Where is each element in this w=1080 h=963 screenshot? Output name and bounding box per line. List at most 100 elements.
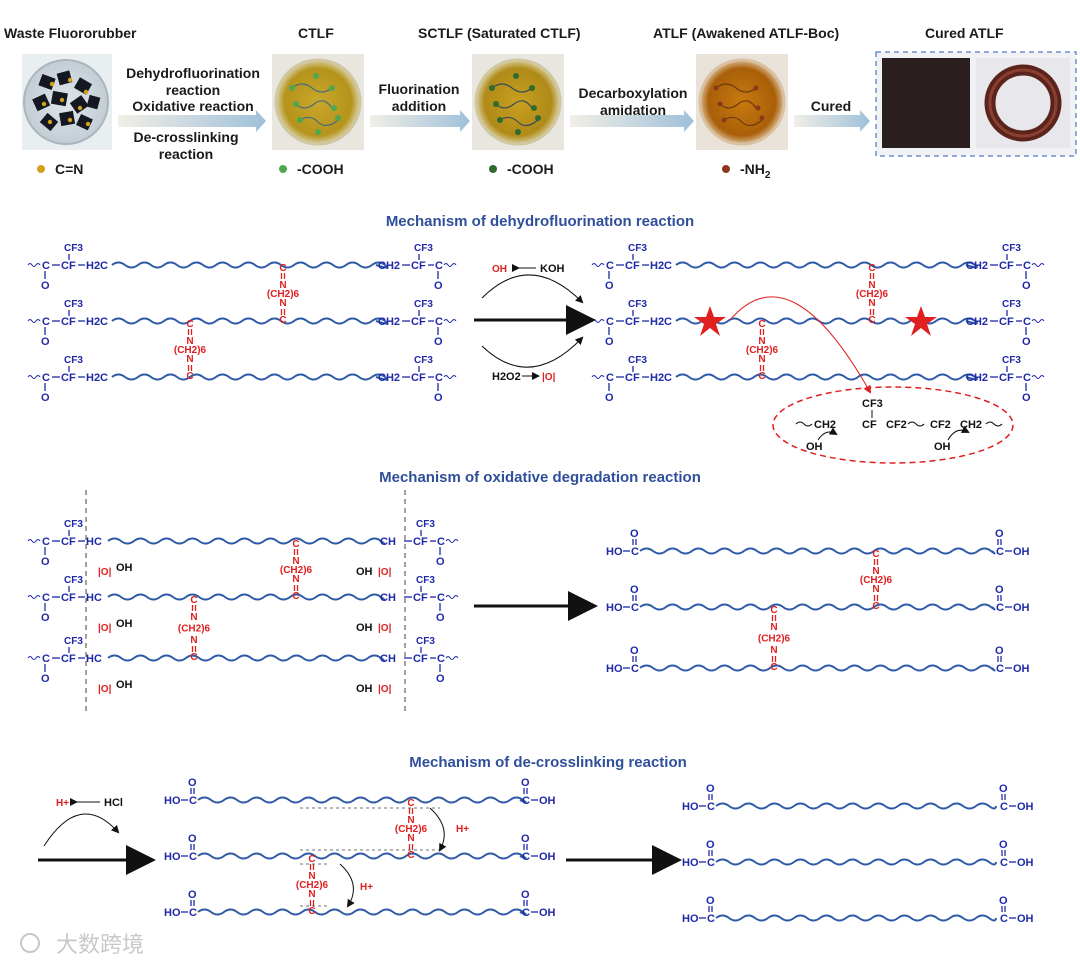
dh-right-end-0-squiggle	[591, 263, 605, 267]
dh-left-rend-2-squiggle	[443, 375, 457, 379]
ox-left-end-2-squiggle	[27, 656, 41, 660]
ox-prod-acidr-2-c: C	[996, 663, 1004, 675]
ox-left-xlink-a-n-top: N	[292, 556, 299, 567]
dc-left-acidl-0-o: O	[188, 777, 197, 789]
dc-xlink-a-n-bot: N	[407, 833, 414, 844]
arrow1-line3: Oxidative reaction	[132, 98, 253, 114]
dc-prod-acidl-0-ho: HO	[682, 801, 699, 813]
ox-prod-acidr-0-oh: OH	[1013, 546, 1030, 558]
dh-right-rend-0-cf: CF	[999, 260, 1014, 272]
dh-right-rend-2-c: C	[1023, 372, 1031, 384]
dh-left-rend-1-o: O	[434, 336, 443, 348]
zoom-cf2-b: CF2	[930, 419, 951, 431]
ox-left-orad-1: |O|	[98, 623, 112, 634]
dc-xlink-b-n-top: N	[308, 871, 315, 882]
ox-prod-acidr-2-oh: OH	[1013, 663, 1030, 675]
ox-left-rend-1-cf3: CF3	[416, 575, 435, 586]
ox-left-end-1-cf: CF	[61, 592, 76, 604]
dh-right-rend-2-cf: CF	[999, 372, 1014, 384]
dh-left-chain-2	[111, 373, 388, 381]
dc-hplus-2: H+	[360, 882, 373, 893]
ox-prod-acidl-0-ho: HO	[606, 546, 623, 558]
ox-left-end-2-c: C	[42, 653, 50, 665]
dc-left-acidr-0-o: O	[521, 777, 530, 789]
dh-left-xlink-a-c-top: C	[279, 263, 286, 274]
ox-left-xlink-a-c-top: C	[292, 539, 299, 550]
dc-left-acidr-2-o: O	[521, 889, 530, 901]
dh-right-end-1-c: C	[606, 316, 614, 328]
dc-left-acidl-1-ho: HO	[164, 851, 181, 863]
ox-left-xlink-b-c-bot: C	[190, 652, 197, 663]
dh-left-xlink-a-c-bot: C	[279, 315, 286, 326]
dc-prod-acidl-2-ho: HO	[682, 913, 699, 925]
dh-right-rend-0-squiggle	[1031, 263, 1045, 267]
dh-left-xlink-b-c-top: C	[186, 319, 193, 330]
legend-dot-cooh-1	[279, 165, 287, 173]
arrow-step-3: Decarboxylation amidation	[570, 85, 694, 132]
ox-right-orad-2: |O|	[378, 684, 392, 695]
step-title-ctlf: CTLF	[298, 25, 334, 41]
legend-label-cooh-1: -COOH	[297, 161, 344, 177]
dh-left-rend-0-cf3: CF3	[414, 243, 433, 254]
dc-left-acidl-1-o: O	[188, 833, 197, 845]
ox-left-end-0-cf3: CF3	[64, 519, 83, 530]
dh-right-xlink-a-c-bot: C	[868, 315, 875, 326]
dc-left-acidr-0-oh: OH	[539, 795, 556, 807]
dc-prod-acidr-0-c: C	[1000, 801, 1008, 813]
reagent-o-radical: |O|	[542, 372, 556, 383]
dc-left-acidr-1-oh: OH	[539, 851, 556, 863]
ox-prod-xlink-b-n-top: N	[770, 622, 777, 633]
dh-left-end-2-squiggle	[27, 375, 41, 379]
dc-prod-acidr-2-oh: OH	[1017, 913, 1034, 925]
ox-left-end-0-cf: CF	[61, 536, 76, 548]
ox-prod-xlink-a-c-bot: C	[872, 601, 879, 612]
ox-left-chain-1	[107, 593, 385, 601]
dh-right-rend-1-squiggle	[1031, 319, 1045, 323]
ox-prod-acidr-2-o: O	[995, 645, 1004, 657]
dh-right-end-1-o: O	[605, 336, 614, 348]
dh-left-end-0-c: C	[42, 260, 50, 272]
dh-left-end-1-tail: H2C	[86, 316, 108, 328]
dh-left-xlink-a-ch2-6: (CH2)6	[267, 289, 300, 300]
dh-right-chain-1	[675, 317, 978, 325]
dh-left-rend-2-cf3: CF3	[414, 355, 433, 366]
ox-right-orad-0: |O|	[378, 567, 392, 578]
arrow-step-4: Cured	[794, 98, 870, 132]
ox-left-rend-1-head: CH	[380, 592, 396, 604]
dh-right-rend-1-c: C	[1023, 316, 1031, 328]
dc-xlink-b-ch2-6: (CH2)6	[296, 880, 329, 891]
legend-dot-cooh-2	[489, 165, 497, 173]
dh-left-end-2-o: O	[41, 392, 50, 404]
dc-left-acidr-0-c: C	[522, 795, 530, 807]
dh-left-xlink-b-ch2-6: (CH2)6	[174, 345, 207, 356]
dc-xlink-b-c-top: C	[308, 854, 315, 865]
dh-right-end-0-cf3: CF3	[628, 243, 647, 254]
dh-left-chain-0	[111, 261, 388, 269]
dc-left-acidr-1-o: O	[521, 833, 530, 845]
dh-right-chain-2	[675, 373, 978, 381]
dc-left-acidr-2-oh: OH	[539, 907, 556, 919]
ox-left-rend-2-o: O	[436, 673, 445, 685]
dh-left-rend-1-cf: CF	[411, 316, 426, 328]
dh-left-xlink-b-n-bot: N	[186, 354, 193, 365]
dh-right-end-0-o: O	[605, 280, 614, 292]
dc-proton-arrow-2	[339, 863, 355, 908]
dc-prod-acidr-1-c: C	[1000, 857, 1008, 869]
dc-left-acidl-2-c: C	[189, 907, 197, 919]
dc-left-acidl-0-ho: HO	[164, 795, 181, 807]
dh-left-rend-1-cf3: CF3	[414, 299, 433, 310]
ox-prod-acidr-0-o: O	[995, 528, 1004, 540]
arrow3-line1: Decarboxylation	[579, 85, 688, 101]
ox-prod-acidl-0-c: C	[631, 546, 639, 558]
oxidative-reaction-arrow	[85, 490, 598, 712]
ox-left-end-1-cf3: CF3	[64, 575, 83, 586]
ox-left-rend-0-cf3: CF3	[416, 519, 435, 530]
zoom-oh-left: OH	[806, 441, 823, 453]
dh-left-end-1-squiggle	[27, 319, 41, 323]
ox-prod-acidr-1-o: O	[995, 584, 1004, 596]
dh-left-rend-1-head: CH2	[378, 316, 400, 328]
dh-right-end-1-squiggle	[591, 319, 605, 323]
ox-left-end-1-tail: HC	[86, 592, 102, 604]
title-dehydro: Mechanism of dehydrofluorination reactio…	[386, 213, 694, 230]
